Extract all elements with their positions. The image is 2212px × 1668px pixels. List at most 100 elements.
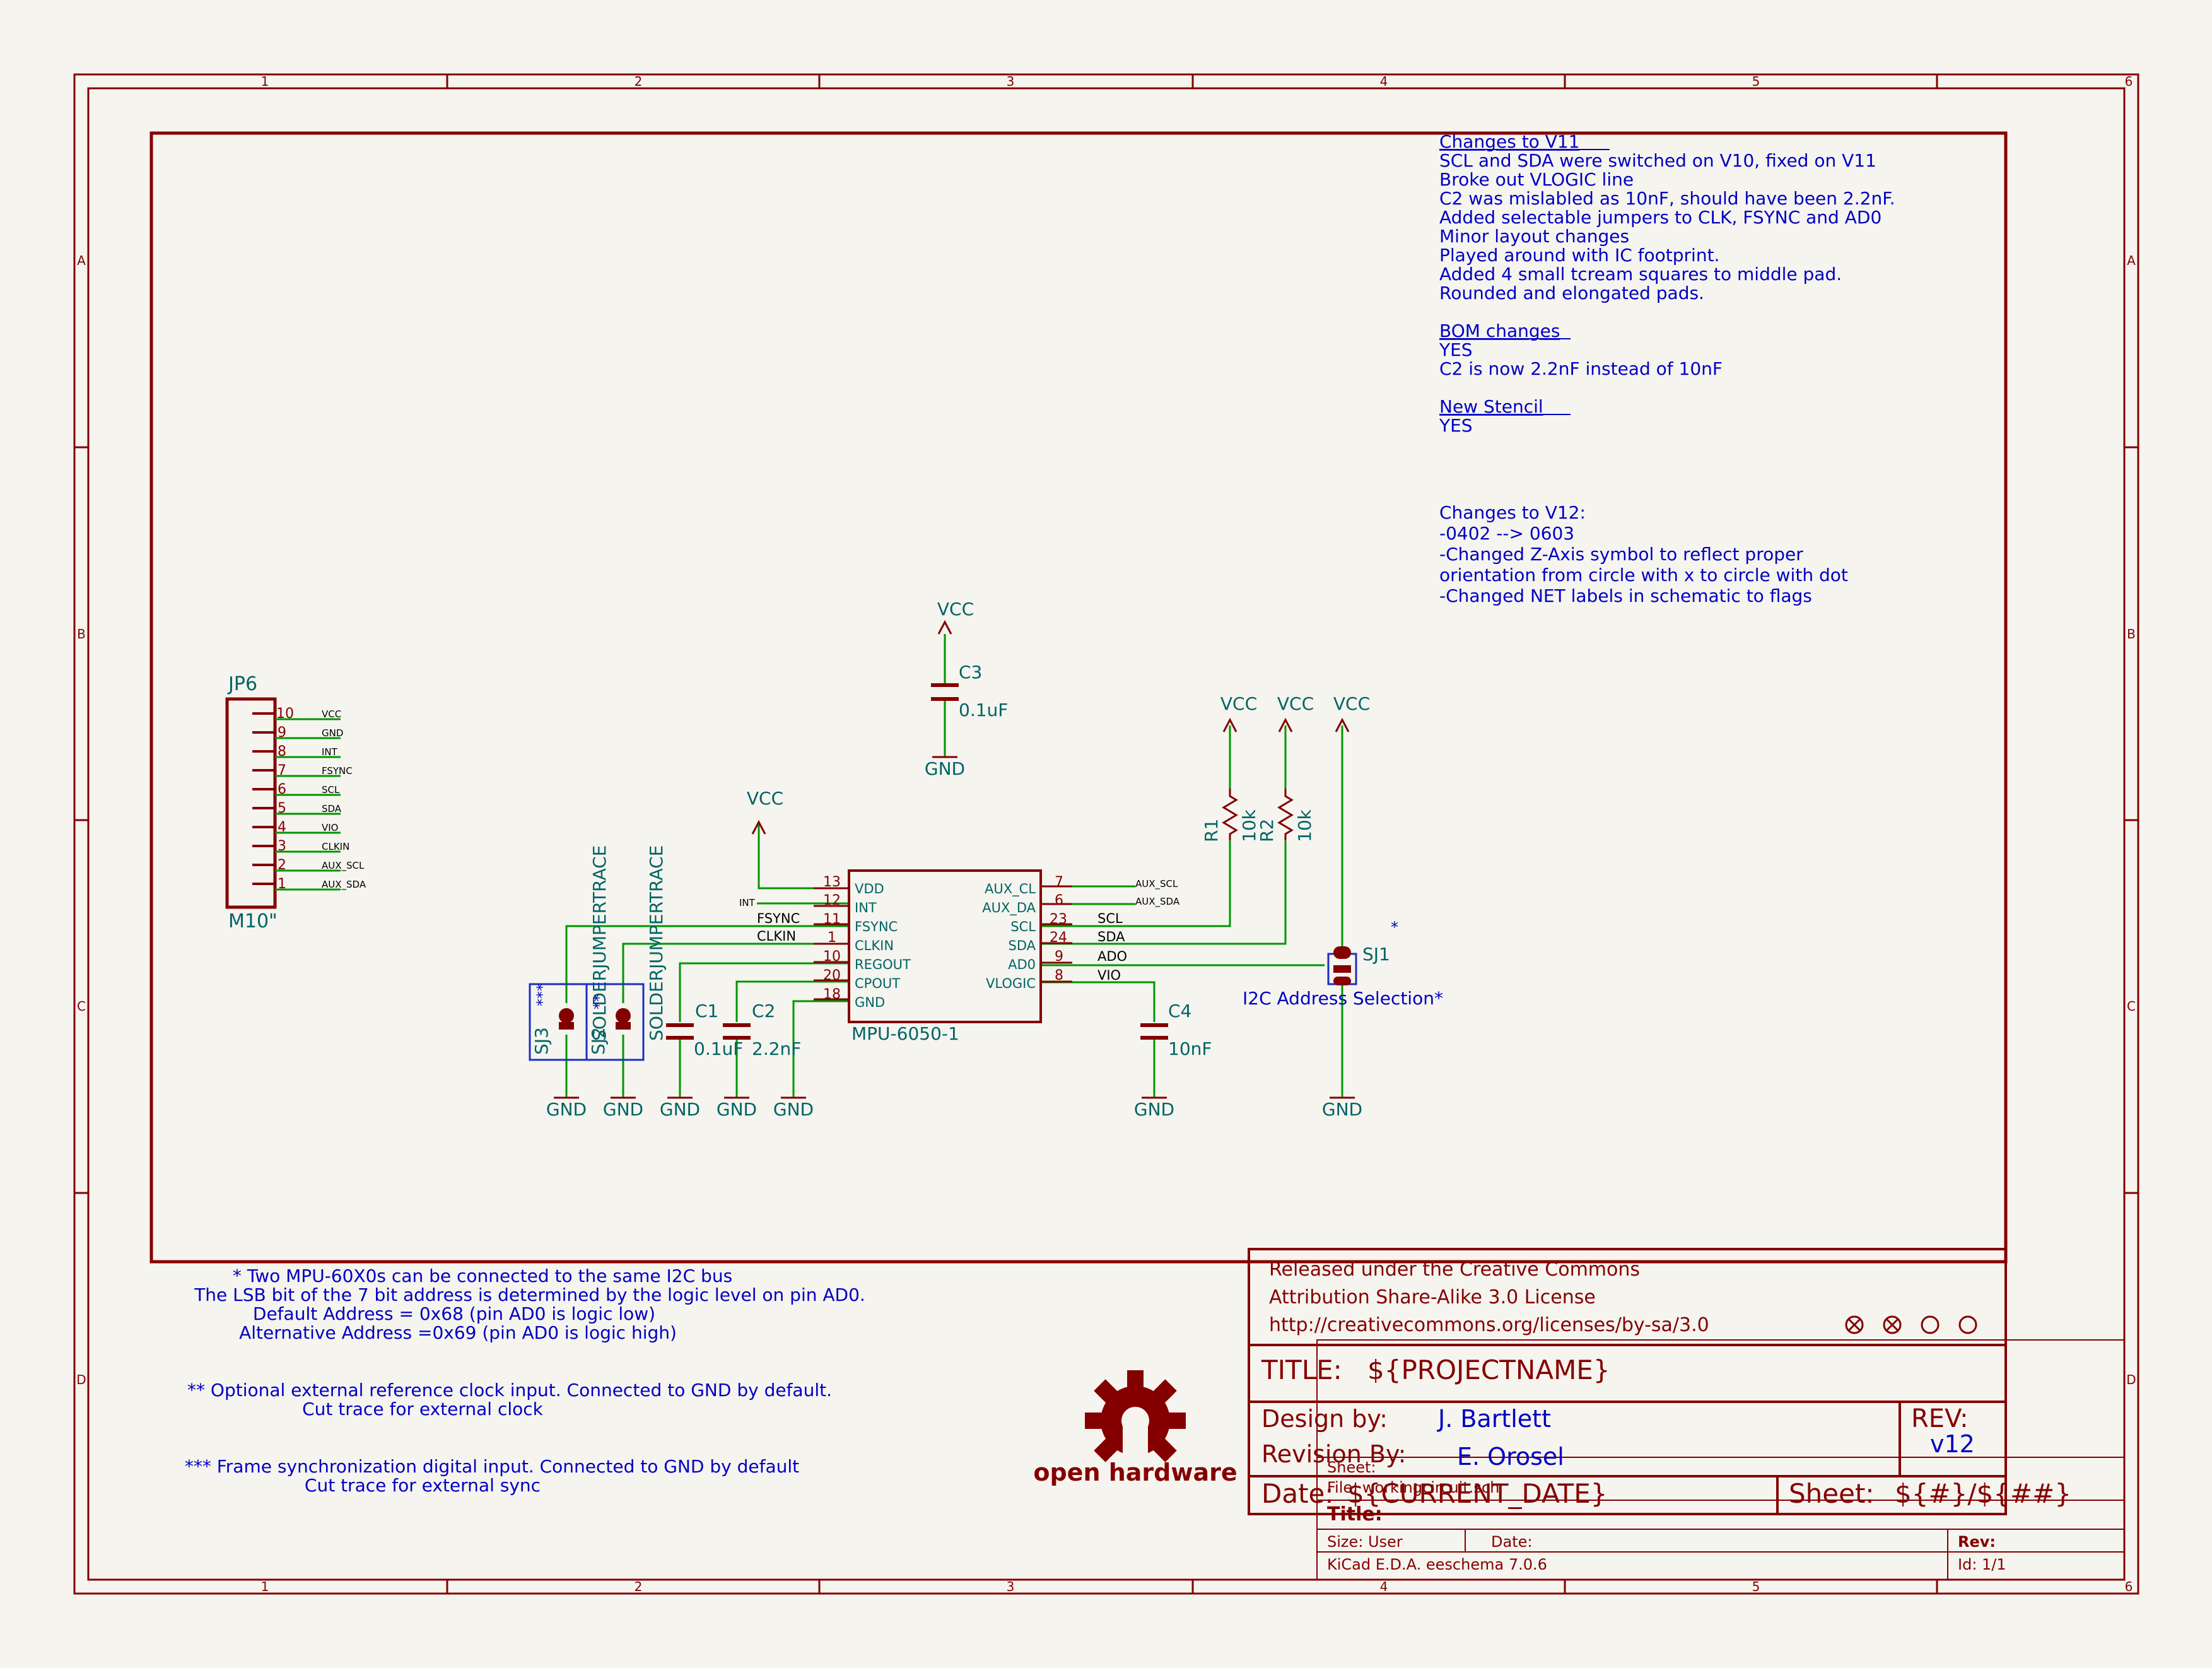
footnote-line: Default Address = 0x68 (pin AD0 is logic… xyxy=(253,1303,655,1324)
sj1-ref: SJ1 xyxy=(1362,944,1390,965)
note-stencil-title: New Stencil xyxy=(1439,396,1543,417)
note-line: -Changed NET labels in schematic to flag… xyxy=(1439,585,1812,606)
ic-pin-name: GND xyxy=(855,995,885,1010)
net-label-vio: VIO xyxy=(1097,968,1121,983)
gnd-label: GND xyxy=(1322,1099,1362,1120)
connector-pin-number: 4 xyxy=(278,819,286,835)
net-label-sda: SDA xyxy=(1097,929,1125,944)
row-label: A xyxy=(2127,253,2136,268)
license-text: Released under the Creative Commons Attr… xyxy=(1269,1259,1709,1336)
column-label: 2 xyxy=(635,1579,643,1594)
connector-pin-number: 3 xyxy=(278,838,286,854)
ic-pin-name: VDD xyxy=(855,881,884,896)
solder-jumper-sj3: SJ3 *** SOLDERJUMPERTRACE xyxy=(529,845,610,1061)
cc-icon xyxy=(1845,1315,1864,1334)
gear-icon xyxy=(1085,1370,1186,1471)
gnd-label: GND xyxy=(546,1099,587,1120)
net-label-aux-sda: AUX_SDA xyxy=(1135,896,1180,908)
kicad-id-label: Id: 1/1 xyxy=(1958,1556,2006,1573)
connector-pin-number: 5 xyxy=(278,801,286,816)
net-label-aux-scl: AUX_SCL xyxy=(1135,878,1178,890)
connector-jp6: JP6 M10" 10 9 8 7 6 5 4 3 2 1 xyxy=(225,673,366,932)
row-label: C xyxy=(2127,999,2136,1014)
sj3-value: SOLDERJUMPERTRACE xyxy=(589,845,610,1041)
connector-pin-number: 9 xyxy=(278,725,286,741)
r1-ref: R1 xyxy=(1201,819,1222,842)
connector-pin-number: 8 xyxy=(278,744,286,760)
note-line: -Changed Z-Axis symbol to reflect proper xyxy=(1439,544,1803,565)
connector-pin-number: 6 xyxy=(278,782,286,797)
logo-text: open hardware xyxy=(1033,1459,1237,1486)
revision-value: E. Orosel xyxy=(1457,1443,1564,1471)
note-line: C2 is now 2.2nF instead of 10nF xyxy=(1439,358,1723,379)
ic-mpu6050: 13 12 11 1 10 20 18 7 6 23 24 9 8 VDD IN… xyxy=(814,869,1072,1044)
capacitors xyxy=(666,683,1168,1040)
sj2-mark: ** xyxy=(590,994,608,1009)
sj2-ref: SJ2 xyxy=(588,1027,609,1055)
note-line: YES xyxy=(1439,339,1473,360)
footnote-line: * Two MPU-60X0s can be connected to the … xyxy=(233,1266,732,1286)
sj3-ref: SJ3 xyxy=(531,1027,552,1055)
ic-pin-number: 11 xyxy=(823,912,841,927)
ic-pin-name: SDA xyxy=(1009,938,1036,953)
footnote-line: Cut trace for external sync xyxy=(305,1475,541,1496)
solder-jumper-sj2: SJ2 ** SOLDERJUMPERTRACE xyxy=(585,845,667,1061)
net-label-int: INT xyxy=(739,897,756,908)
license-line: http://creativecommons.org/licenses/by-s… xyxy=(1269,1314,1709,1336)
title-block xyxy=(1248,1248,2007,1515)
c2-value: 2.2nF xyxy=(752,1038,801,1059)
net-label-ado: ADO xyxy=(1097,949,1127,964)
column-label: 6 xyxy=(2125,74,2133,89)
connector-pin-number: 7 xyxy=(278,763,286,778)
net-label: SDA xyxy=(322,803,342,814)
note-line: Added 4 small tcream squares to middle p… xyxy=(1439,264,1842,285)
column-label: 1 xyxy=(261,1579,269,1594)
license-icons xyxy=(1845,1315,1977,1334)
ic-pin-number: 8 xyxy=(1055,968,1063,984)
solder-jumper-sj1: SJ1 * I2C Address Selection* xyxy=(1243,919,1443,1009)
kicad-sheet-label: Sheet: xyxy=(1327,1459,1376,1476)
column-label: 3 xyxy=(1007,1579,1015,1594)
open-hardware-logo: open hardware xyxy=(1033,1370,1238,1486)
kicad-title-block xyxy=(1316,1339,2125,1580)
sj1-mark: * xyxy=(1391,919,1398,936)
sa-icon xyxy=(1921,1315,1940,1334)
date-label: Date: xyxy=(1261,1478,1334,1509)
column-label: 2 xyxy=(635,74,643,89)
r2-ref: R2 xyxy=(1256,819,1277,842)
c1-ref: C1 xyxy=(695,1001,718,1021)
net-label: AUX_SCL xyxy=(322,860,365,872)
footnote-line: ** Optional external reference clock inp… xyxy=(187,1380,832,1401)
note-line: Added selectable jumpers to CLK, FSYNC a… xyxy=(1439,207,1881,228)
note-line: Rounded and elongated pads. xyxy=(1439,283,1704,303)
note-line: Changes to V12: xyxy=(1439,502,1586,523)
capacitor-labels: C3 0.1uF C1 0.1uF C2 2.2nF C4 10nF xyxy=(694,662,1212,1059)
row-label: B xyxy=(77,626,86,642)
r2-value: 10k xyxy=(1294,809,1315,842)
connector-pin-number: 2 xyxy=(278,857,286,873)
ic-pin-name: AD0 xyxy=(1008,957,1036,972)
connector-value: M10" xyxy=(228,910,278,932)
title-value: ${PROJECTNAME} xyxy=(1367,1354,1610,1385)
vcc-label: VCC xyxy=(747,788,783,809)
kicad-file-label: File: workingcircuit.sch xyxy=(1327,1479,1499,1496)
net-label-scl: SCL xyxy=(1097,911,1123,926)
ic-pin-name: SCL xyxy=(1010,919,1036,934)
c4-value: 10nF xyxy=(1168,1038,1212,1059)
net-label: VIO xyxy=(322,822,339,833)
net-label-fsync: FSYNC xyxy=(757,911,800,926)
column-label: 3 xyxy=(1007,74,1015,89)
gnd-label: GND xyxy=(1134,1099,1174,1120)
note-line: Broke out VLOGIC line xyxy=(1439,169,1634,190)
by-icon xyxy=(1883,1315,1902,1334)
column-label: 5 xyxy=(1752,1579,1760,1594)
ic-pin-number: 9 xyxy=(1055,949,1063,965)
c3-value: 0.1uF xyxy=(959,700,1008,720)
license-line: Attribution Share-Alike 3.0 License xyxy=(1269,1286,1596,1308)
note-line: YES xyxy=(1439,415,1473,436)
wires xyxy=(565,634,1343,1098)
ic-pin-name: AUX_DA xyxy=(982,900,1036,916)
kicad-title-block-text: Sheet: File: workingcircuit.sch Title: S… xyxy=(1327,1459,2006,1573)
title-label: TITLE: xyxy=(1261,1354,1342,1385)
vcc-label: VCC xyxy=(937,599,974,620)
